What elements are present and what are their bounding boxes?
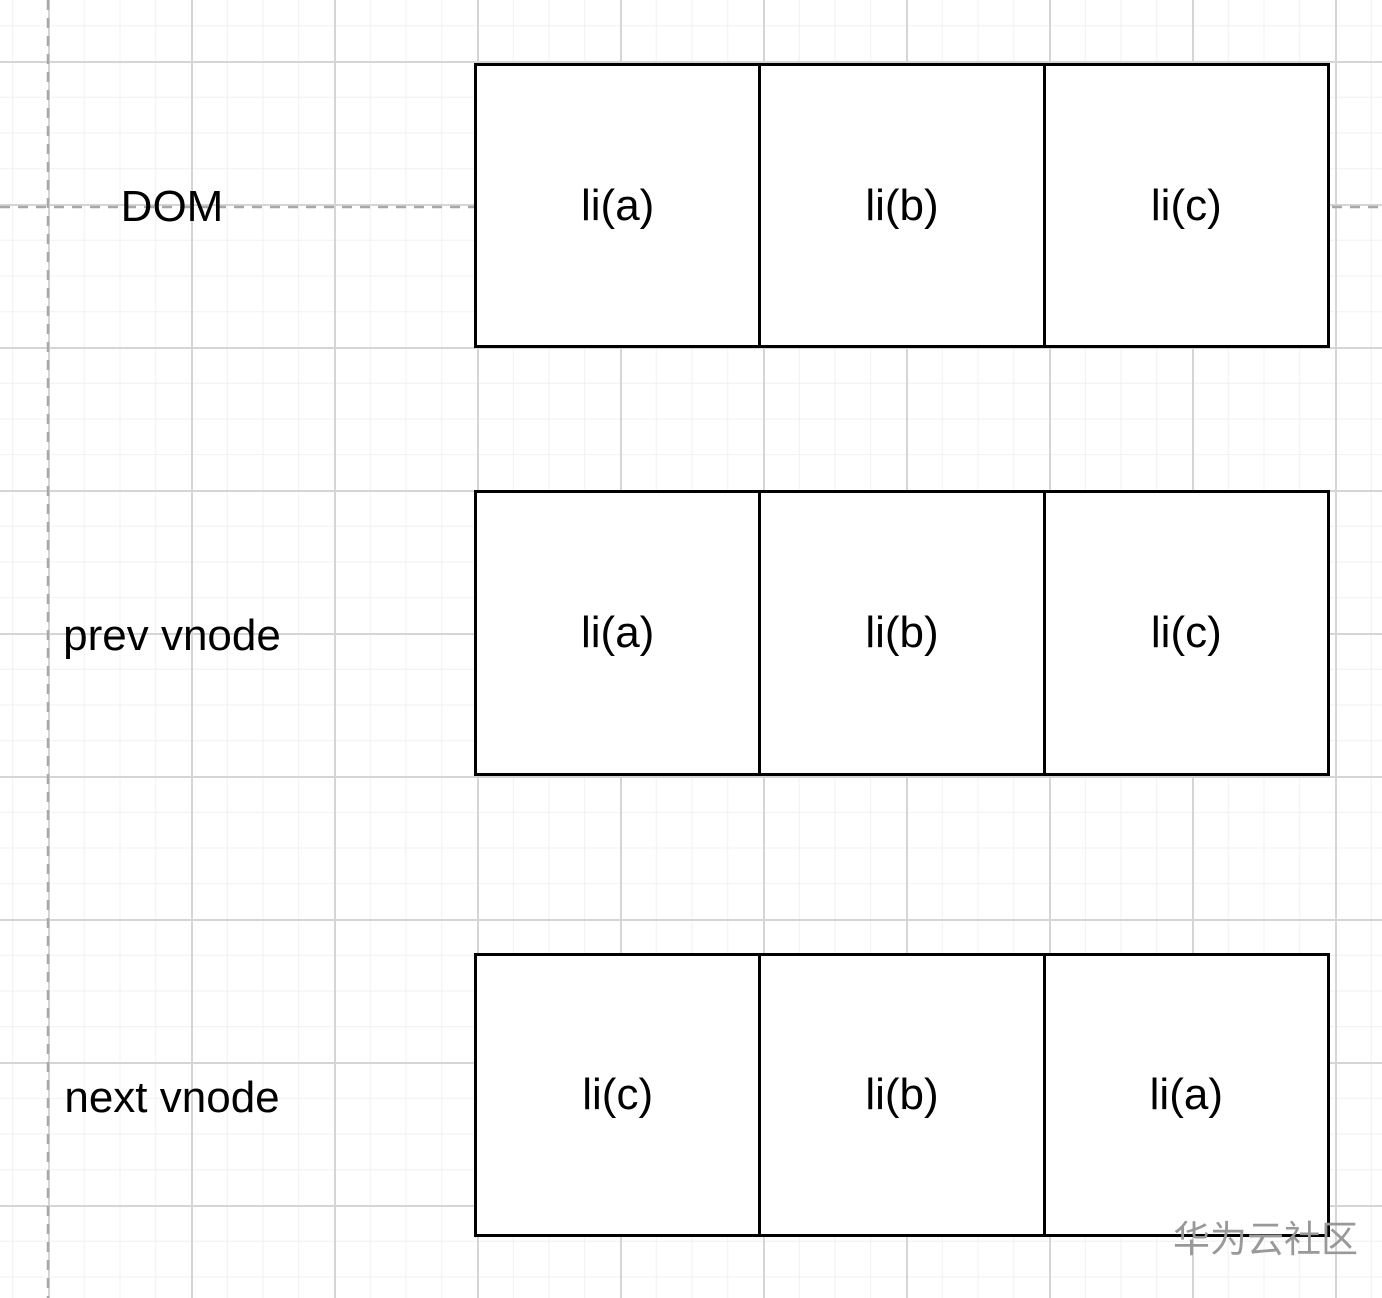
dom-cell-li-c: li(c) (1042, 66, 1327, 345)
next-vnode-cell-li-b: li(b) (758, 956, 1042, 1234)
prev-vnode-row: li(a) li(b) li(c) (474, 490, 1330, 776)
row-label-next-vnode: next vnode (64, 1073, 280, 1122)
next-vnode-row: li(c) li(b) li(a) (474, 953, 1330, 1237)
dom-cell-li-a: li(a) (581, 180, 655, 230)
dom-cell-li-b: li(b) (758, 66, 1042, 345)
watermark-text: 华为云社区 (1173, 1219, 1358, 1260)
row-label-dom: DOM (120, 182, 224, 231)
prev-vnode-cell-li-a: li(a) (581, 608, 655, 657)
prev-vnode-cell-li-c: li(c) (1042, 493, 1327, 773)
row-label-prev-vnode: prev vnode (63, 611, 281, 660)
next-vnode-cell-li-a: li(a) (1042, 956, 1327, 1234)
dom-row: li(a) li(b) li(c) (474, 63, 1330, 348)
prev-vnode-cell-li-b: li(b) (758, 493, 1042, 773)
next-vnode-cell-li-c: li(c) (582, 1070, 654, 1119)
